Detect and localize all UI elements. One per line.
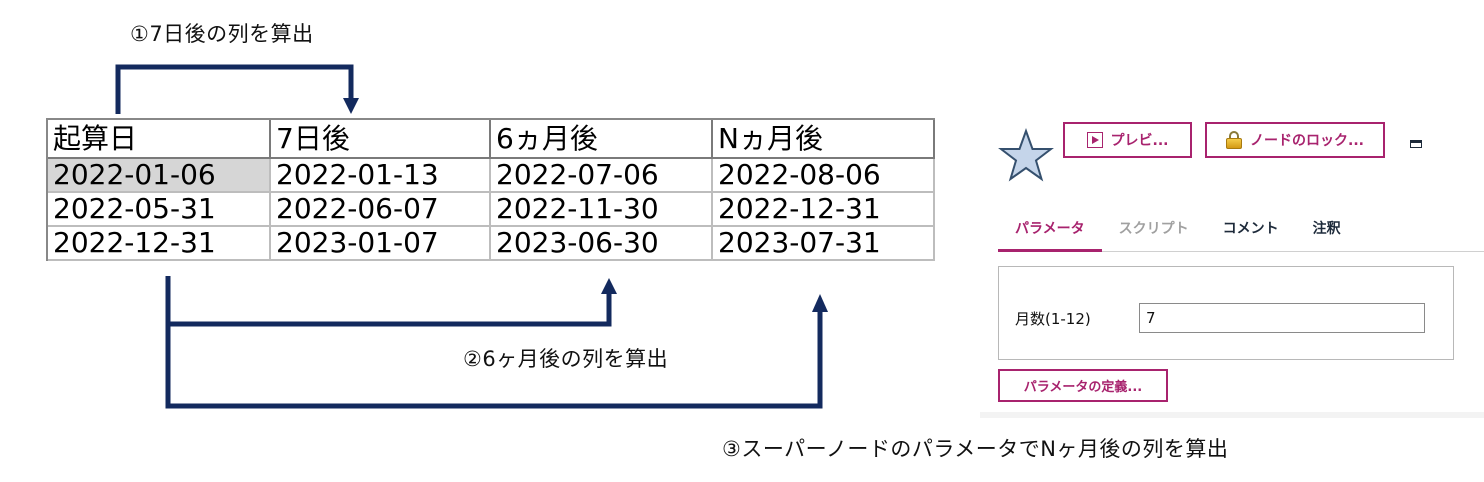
column-header[interactable]: 起算日 <box>48 120 271 159</box>
table-cell[interactable]: 2023-01-07 <box>270 226 491 261</box>
table-cell[interactable]: 2022-01-06 <box>48 158 271 193</box>
table-cell[interactable]: 2022-12-31 <box>712 192 935 227</box>
star-icon <box>998 128 1054 182</box>
preview-button[interactable]: プレビ... <box>1063 122 1192 158</box>
table-cell[interactable]: 2023-06-30 <box>490 226 713 261</box>
panel-footer <box>980 412 1484 418</box>
lock-node-button[interactable]: ノードのロック... <box>1205 122 1385 158</box>
months-label: 月数(1-12) <box>1015 310 1091 328</box>
define-parameters-button-label: パラメータの定義... <box>1023 380 1143 395</box>
table-cell[interactable]: 2022-11-30 <box>490 192 713 227</box>
column-header[interactable]: 7日後 <box>270 120 491 159</box>
table-cell[interactable]: 2023-07-31 <box>712 226 935 261</box>
table-cell[interactable]: 2022-01-13 <box>270 158 491 193</box>
arrowhead-step3 <box>812 294 828 312</box>
table-row: 2022-12-31 2023-01-07 2023-06-30 2023-07… <box>48 226 935 261</box>
restore-window-icon[interactable] <box>1410 140 1422 148</box>
panel-tabs: パラメータ スクリプト コメント 注釈 <box>998 210 1484 252</box>
step3-caption: ③スーパーノードのパラメータでNヶ月後の列を算出 <box>722 437 1229 461</box>
table-cell[interactable]: 2022-07-06 <box>490 158 713 193</box>
table-cell[interactable]: 2022-05-31 <box>48 192 271 227</box>
step2-caption: ②6ヶ月後の列を算出 <box>463 347 669 371</box>
table-cell[interactable]: 2022-08-06 <box>712 158 935 193</box>
tab-parameters[interactable]: パラメータ <box>998 210 1102 252</box>
table-header-row: 起算日 7日後 6ヵ月後 Nヵ月後 <box>48 120 935 159</box>
table-cell[interactable]: 2022-06-07 <box>270 192 491 227</box>
table-cell[interactable]: 2022-12-31 <box>48 226 271 261</box>
preview-button-label: プレビ... <box>1110 133 1169 149</box>
arrowhead-step1 <box>343 98 359 114</box>
tab-comments[interactable]: コメント <box>1222 221 1279 237</box>
arrow-step1 <box>115 64 354 114</box>
table-row: 2022-01-06 2022-01-13 2022-07-06 2022-08… <box>48 158 935 193</box>
step1-caption: ①7日後の列を算出 <box>130 22 314 46</box>
tab-script[interactable]: スクリプト <box>1118 221 1189 237</box>
lock-icon <box>1226 131 1243 149</box>
arrow-step2 <box>165 276 612 327</box>
column-header[interactable]: Nヵ月後 <box>712 120 935 159</box>
lock-node-button-label: ノードのロック... <box>1250 133 1364 149</box>
months-input[interactable] <box>1139 303 1425 333</box>
table-row: 2022-05-31 2022-06-07 2022-11-30 2022-12… <box>48 192 935 227</box>
define-parameters-button[interactable]: パラメータの定義... <box>998 369 1168 402</box>
play-icon <box>1086 132 1103 148</box>
parameter-box: 月数(1-12) <box>998 266 1454 360</box>
tab-annotations[interactable]: 注釈 <box>1312 221 1341 237</box>
supernode-panel: プレビ... ノードのロック... パラメータ スクリプト コメント 注釈 月数… <box>980 110 1484 418</box>
arrowhead-step2 <box>601 278 617 294</box>
date-table: 起算日 7日後 6ヵ月後 Nヵ月後 2022-01-06 2022-01-13 … <box>46 118 935 261</box>
column-header[interactable]: 6ヵ月後 <box>490 120 713 159</box>
